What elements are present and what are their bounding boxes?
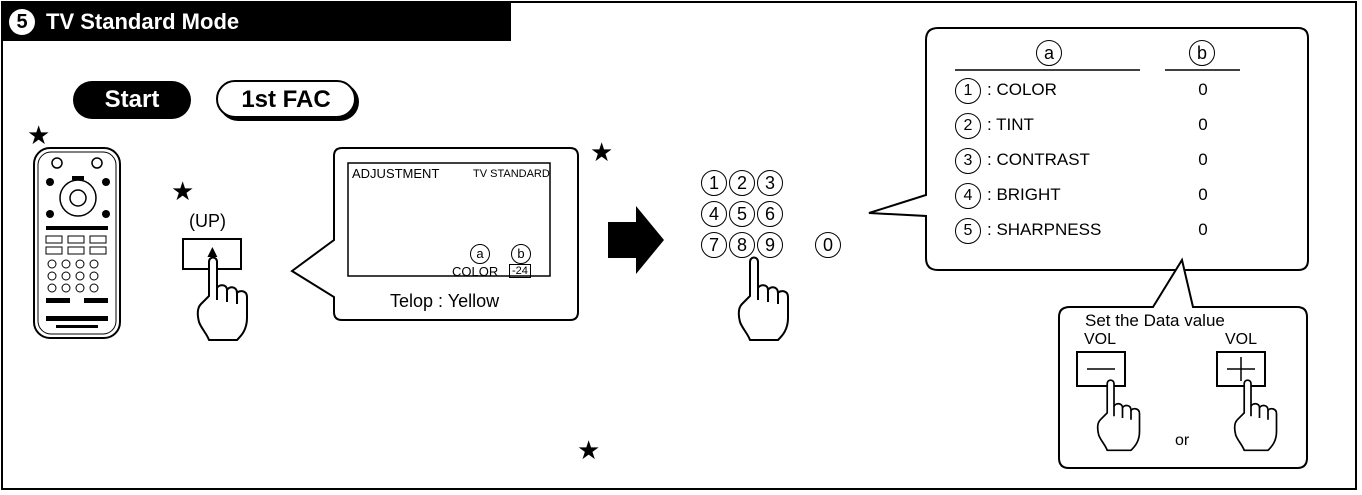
vol-minus-label: VOL (1084, 331, 1116, 349)
table-row: 1 : COLOR (955, 76, 1057, 104)
row-label: : COLOR (987, 80, 1057, 99)
remote-control-icon (34, 148, 120, 338)
up-arrow-icon: ▲ (204, 242, 221, 262)
row-value: 0 (1193, 111, 1213, 139)
screen-mode-label: TV STANDARD (473, 168, 550, 180)
row-label: : CONTRAST (987, 150, 1090, 169)
screen-adjustment-label: ADJUSTMENT (352, 166, 439, 181)
number-key-4[interactable]: 4 (701, 201, 727, 227)
number-key-6[interactable]: 6 (757, 201, 783, 227)
table-column-a-header: a (1036, 40, 1062, 66)
row-value: 0 (1193, 146, 1213, 174)
number-key-0[interactable]: 0 (815, 232, 841, 258)
row-label: : BRIGHT (987, 185, 1061, 204)
screen-item-label: COLOR (452, 264, 498, 279)
row-number: 1 (955, 78, 981, 104)
vol-plus-label: VOL (1225, 331, 1257, 349)
screen-value-label: -24 (509, 264, 531, 278)
number-key-3[interactable]: 3 (757, 170, 783, 196)
number-key-9[interactable]: 9 (757, 232, 783, 258)
row-value: 0 (1193, 181, 1213, 209)
telop-caption: Telop : Yellow (390, 291, 499, 312)
up-key-caption: (UP) (189, 211, 226, 232)
row-number: 4 (955, 183, 981, 209)
number-key-2[interactable]: 2 (729, 170, 755, 196)
pointing-hand-icon (739, 258, 788, 341)
right-arrow-icon (608, 206, 664, 274)
row-number: 2 (955, 113, 981, 139)
row-number: 3 (955, 148, 981, 174)
number-key-7[interactable]: 7 (701, 232, 727, 258)
row-value: 0 (1193, 216, 1213, 244)
number-key-1[interactable]: 1 (701, 170, 727, 196)
row-number: 5 (955, 218, 981, 244)
table-row: 5 : SHARPNESS (955, 216, 1101, 244)
table-row: 3 : CONTRAST (955, 146, 1090, 174)
table-row: 2 : TINT (955, 111, 1034, 139)
screen-marker-a: a (470, 244, 490, 264)
screen-marker-b: b (511, 244, 531, 264)
row-label: : TINT (987, 115, 1034, 134)
or-text: or (1175, 432, 1189, 450)
number-key-5[interactable]: 5 (729, 201, 755, 227)
number-key-8[interactable]: 8 (729, 232, 755, 258)
table-row: 4 : BRIGHT (955, 181, 1061, 209)
row-value: 0 (1193, 76, 1213, 104)
vol-box-title: Set the Data value (1085, 311, 1225, 331)
table-column-b-header: b (1189, 40, 1215, 66)
row-label: : SHARPNESS (987, 220, 1101, 239)
